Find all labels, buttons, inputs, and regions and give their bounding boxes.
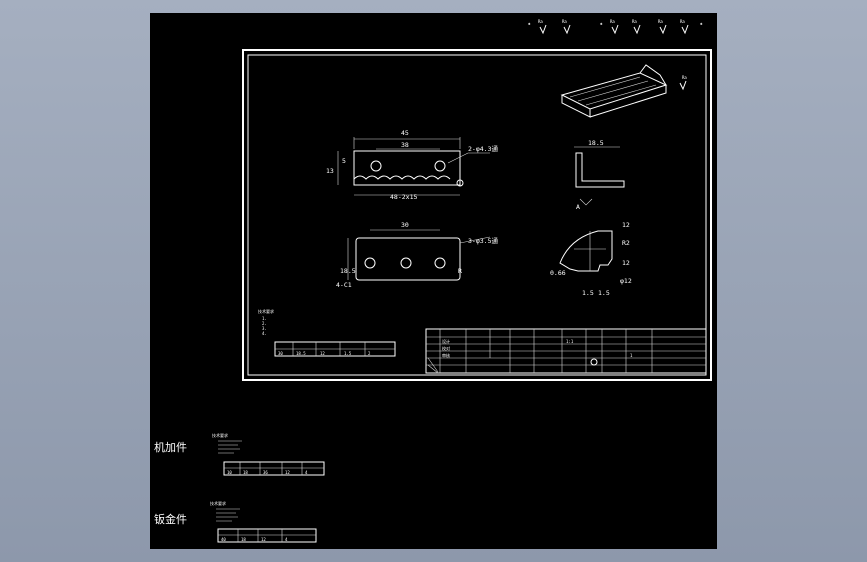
- svg-text:设计: 设计: [442, 338, 450, 344]
- svg-text:4: 4: [305, 470, 308, 475]
- front-view: 45 38 13 5 2-φ4.3通 48-2x15: [326, 129, 498, 201]
- svg-text:36: 36: [263, 470, 268, 475]
- dim-45: 45: [401, 129, 409, 137]
- title-block[interactable]: 设计 校对 审核 1:1 1: [425, 328, 707, 374]
- bottom-hole-note: 3-φ3.5通: [468, 236, 498, 245]
- finish-symbol-2: Ra: [562, 19, 567, 24]
- dim-5: 5: [342, 157, 346, 165]
- finish-symbol-5: Ra: [658, 19, 663, 24]
- dim-12-side: 12: [622, 259, 630, 267]
- corner-note: 4-C1: [336, 281, 352, 289]
- svg-text:12: 12: [285, 470, 290, 475]
- drawing-border-inner: [247, 54, 707, 376]
- svg-text:1.5: 1.5: [344, 351, 352, 356]
- svg-text:12: 12: [320, 351, 325, 356]
- svg-text:1.: 1.: [262, 316, 267, 321]
- svg-text:校对: 校对: [442, 345, 450, 351]
- svg-text:4: 4: [285, 537, 288, 542]
- finish-symbol-3: Ra: [610, 19, 615, 24]
- dim-1-5-a: 1.5: [582, 289, 594, 297]
- svg-text:18: 18: [241, 537, 246, 542]
- finish-symbol-4: Ra: [632, 19, 637, 24]
- dim-r2: R2: [622, 239, 630, 247]
- dim-38: 38: [401, 141, 409, 149]
- svg-text:4.: 4.: [262, 331, 267, 336]
- dim-phi12: φ12: [620, 277, 632, 285]
- svg-text:✱: ✱: [600, 21, 603, 26]
- svg-text:技术要求: 技术要求: [210, 500, 226, 506]
- cad-drawing-area[interactable]: ✱ Ra Ra ✱ Ra Ra Ra Ra ✱ Ra 45 3: [150, 13, 717, 549]
- dim-18-5-bottom: 18.5: [340, 267, 356, 275]
- svg-text:18: 18: [243, 470, 248, 475]
- cad-drawing: ✱ Ra Ra ✱ Ra Ra Ra Ra ✱ Ra 45 3: [154, 19, 712, 543]
- svg-text:技术要求: 技术要求: [212, 432, 228, 438]
- svg-text:审核: 审核: [442, 352, 450, 358]
- svg-text:40: 40: [221, 537, 226, 542]
- svg-text:12: 12: [261, 537, 266, 542]
- svg-text:✱: ✱: [700, 21, 703, 26]
- notes-title: 技术要求: [258, 308, 274, 314]
- notes-main: 技术要求 1. 2. 3. 4. 30 18.5 12 1.5 2: [258, 308, 396, 357]
- drawing-border-outer: [242, 49, 712, 381]
- svg-text:1: 1: [630, 353, 633, 358]
- svg-text:✱: ✱: [528, 21, 531, 26]
- iso-finish-symbol: Ra: [682, 75, 687, 80]
- lower-notes: 机加件 钣金件 技术要求 10 18 36 12 4 技术要求 40 18 12…: [154, 432, 325, 543]
- dim-r-bottom: R: [458, 267, 462, 275]
- bottom-view: 30 18.5 3-φ3.5通 R 4-C1: [336, 221, 498, 289]
- teeth-note: 48-2x15: [390, 193, 417, 201]
- svg-text:10: 10: [227, 470, 232, 475]
- finish-symbol-1: Ra: [538, 19, 543, 24]
- finish-symbol-6: Ra: [680, 19, 685, 24]
- svg-text:1:1: 1:1: [566, 339, 574, 344]
- svg-text:30: 30: [278, 351, 283, 356]
- front-hole-note: 2-φ4.3通: [468, 144, 498, 153]
- svg-text:2: 2: [368, 351, 371, 356]
- svg-text:2.: 2.: [262, 321, 267, 326]
- dim-0-66: 0.66: [550, 269, 566, 277]
- label-machined-part: 机加件: [154, 440, 187, 454]
- dim-12-top: 12: [622, 221, 630, 229]
- svg-text:18.5: 18.5: [296, 351, 306, 356]
- isometric-view: Ra: [560, 64, 687, 118]
- label-sheet-metal-part: 钣金件: [154, 512, 187, 526]
- dim-1-5-b: 1.5: [598, 289, 610, 297]
- detail-view: 12 R2 12 0.66 1.5 1.5 φ12: [550, 221, 632, 297]
- side-view: 18.5 A: [574, 139, 625, 211]
- dim-18-5-side: 18.5: [588, 139, 604, 147]
- svg-text:3.: 3.: [262, 326, 267, 331]
- section-label: A: [576, 203, 580, 211]
- surface-finish-symbols: ✱ Ra Ra ✱ Ra Ra Ra Ra ✱: [528, 19, 703, 35]
- dim-30: 30: [401, 221, 409, 229]
- dim-13: 13: [326, 167, 334, 175]
